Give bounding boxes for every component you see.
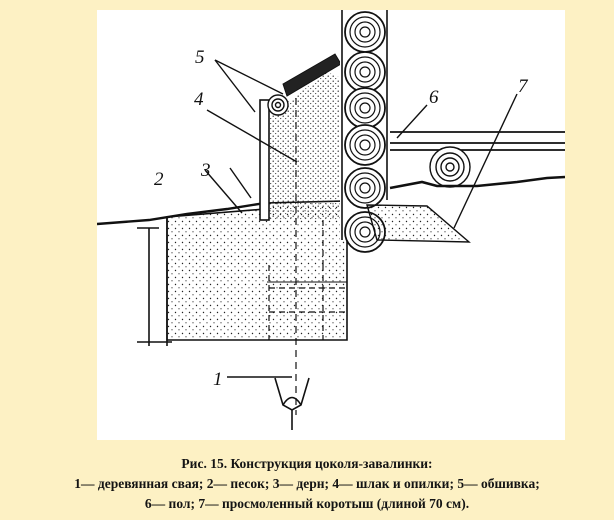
- turf-line: [97, 201, 266, 226]
- top-small-log: [267, 94, 289, 116]
- left-post: [137, 217, 172, 346]
- label-3: 3: [200, 160, 211, 181]
- pile-outline: [268, 220, 347, 340]
- pile-tip: [274, 377, 310, 430]
- label-6: 6: [429, 87, 439, 108]
- caption-legend-line-1: 1— деревянная свая; 2— песок; 3— дерн; 4…: [74, 476, 540, 491]
- figure-caption: Рис. 15. Конструкция цоколя-завалинки: 1…: [0, 454, 614, 514]
- caption-title: Рис. 15. Конструкция цоколя-завалинки:: [181, 456, 433, 471]
- wall-log: [344, 87, 386, 129]
- leader-lines: [204, 59, 518, 378]
- floor-side-log: [429, 146, 471, 188]
- label-4: 4: [194, 89, 204, 110]
- sheathing-board: [259, 99, 270, 221]
- log-wall: [341, 10, 388, 240]
- plinth-construction-diagram: 5 4 6 7 2 3 1: [97, 10, 565, 430]
- label-2: 2: [154, 169, 164, 190]
- floor-boards: [390, 131, 565, 151]
- wall-log: [344, 51, 386, 93]
- wall-log: [344, 11, 386, 53]
- tarred-stub: [366, 204, 471, 243]
- label-5: 5: [195, 47, 205, 68]
- figure-panel: 5 4 6 7 2 3 1: [97, 10, 565, 440]
- sand-fill: [166, 200, 348, 341]
- label-1: 1: [213, 369, 223, 390]
- caption-legend-line-2: 6— пол; 7— просмоленный коротыш (длиной …: [144, 496, 470, 511]
- label-7: 7: [518, 76, 529, 97]
- inner-ground: [389, 175, 565, 190]
- wall-log: [344, 124, 386, 166]
- wall-log: [344, 167, 386, 209]
- wall-logs: [344, 11, 386, 253]
- slag-sawdust-fill: [269, 72, 341, 220]
